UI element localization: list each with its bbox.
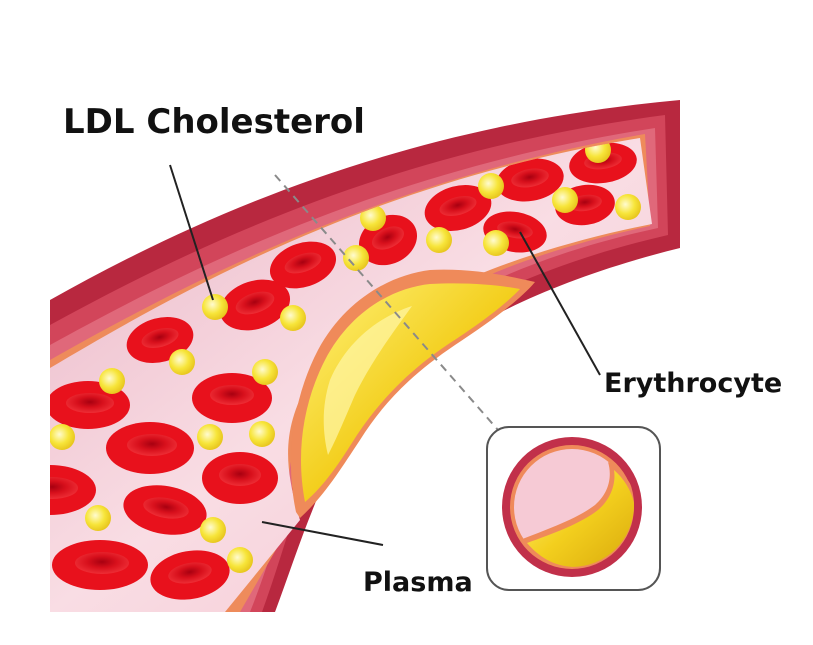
cross-section-vessel [502, 437, 642, 577]
erythrocyte [52, 540, 148, 590]
ldl-particle [50, 424, 75, 450]
ldl-particle [85, 505, 111, 531]
ldl-particle [360, 205, 386, 231]
erythrocyte [150, 550, 230, 600]
plasma-leader-line [261, 521, 384, 546]
ldl-particle [202, 294, 228, 320]
ldl-particle [249, 421, 275, 447]
cross-section-plaque-core [527, 470, 634, 567]
plaque-deposit [301, 283, 520, 502]
ldl-particle [99, 368, 125, 394]
ldl-particle [552, 187, 578, 213]
erythrocyte [424, 184, 492, 232]
ldl-particle [343, 245, 369, 271]
ldl-particle [169, 349, 195, 375]
erythrocyte [496, 158, 564, 202]
ldl-particle [478, 173, 504, 199]
erythrocyte-leader-line [519, 231, 601, 376]
erythrocyte [219, 279, 291, 331]
ldl-particle [426, 227, 452, 253]
ldl-particle [197, 424, 223, 450]
ldl-particle [227, 547, 253, 573]
plasma-lumen [50, 138, 652, 612]
ldl-particle [252, 359, 278, 385]
erythrocyte [269, 241, 337, 289]
plasma-label: Plasma [363, 567, 473, 598]
ldl-leader-line [169, 164, 214, 301]
erythrocyte [123, 485, 207, 535]
ldl-cholesterol-label: LDL Cholesterol [63, 102, 365, 142]
cross-section-cut-line [274, 174, 499, 431]
erythrocyte [106, 422, 194, 474]
erythrocyte [192, 373, 272, 423]
ldl-particle [615, 194, 641, 220]
ldl-particle [200, 517, 226, 543]
ldl-particle [280, 305, 306, 331]
erythrocyte [202, 452, 278, 504]
erythrocyte [50, 465, 96, 515]
ldl-particle [483, 230, 509, 256]
plaque-highlight [323, 306, 412, 455]
erythrocyte-label: Erythrocyte [604, 368, 782, 399]
